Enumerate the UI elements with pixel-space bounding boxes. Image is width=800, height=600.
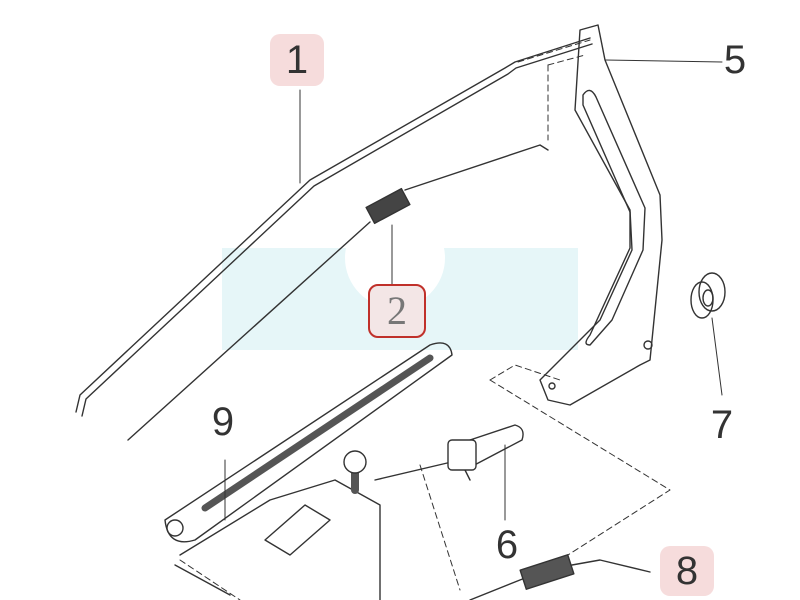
part-5-bracket[interactable] — [539, 24, 723, 406]
callout-5[interactable]: 5 — [723, 38, 747, 82]
callout-7[interactable]: 7 — [710, 403, 734, 447]
part-9-lever[interactable] — [164, 342, 471, 600]
part-6-pin[interactable] — [447, 424, 524, 521]
callout-2-selected[interactable]: 2 — [368, 284, 426, 338]
callout-9[interactable]: 9 — [211, 400, 235, 444]
assembly-guides — [179, 39, 671, 600]
part-8-spring[interactable] — [469, 554, 651, 600]
part-1-rod[interactable] — [75, 37, 593, 417]
callout-1[interactable]: 1 — [270, 34, 324, 86]
part-7-washer[interactable] — [690, 272, 726, 396]
part-2-spring[interactable] — [127, 144, 549, 441]
callout-8[interactable]: 8 — [660, 546, 714, 596]
callout-6[interactable]: 6 — [495, 523, 519, 567]
